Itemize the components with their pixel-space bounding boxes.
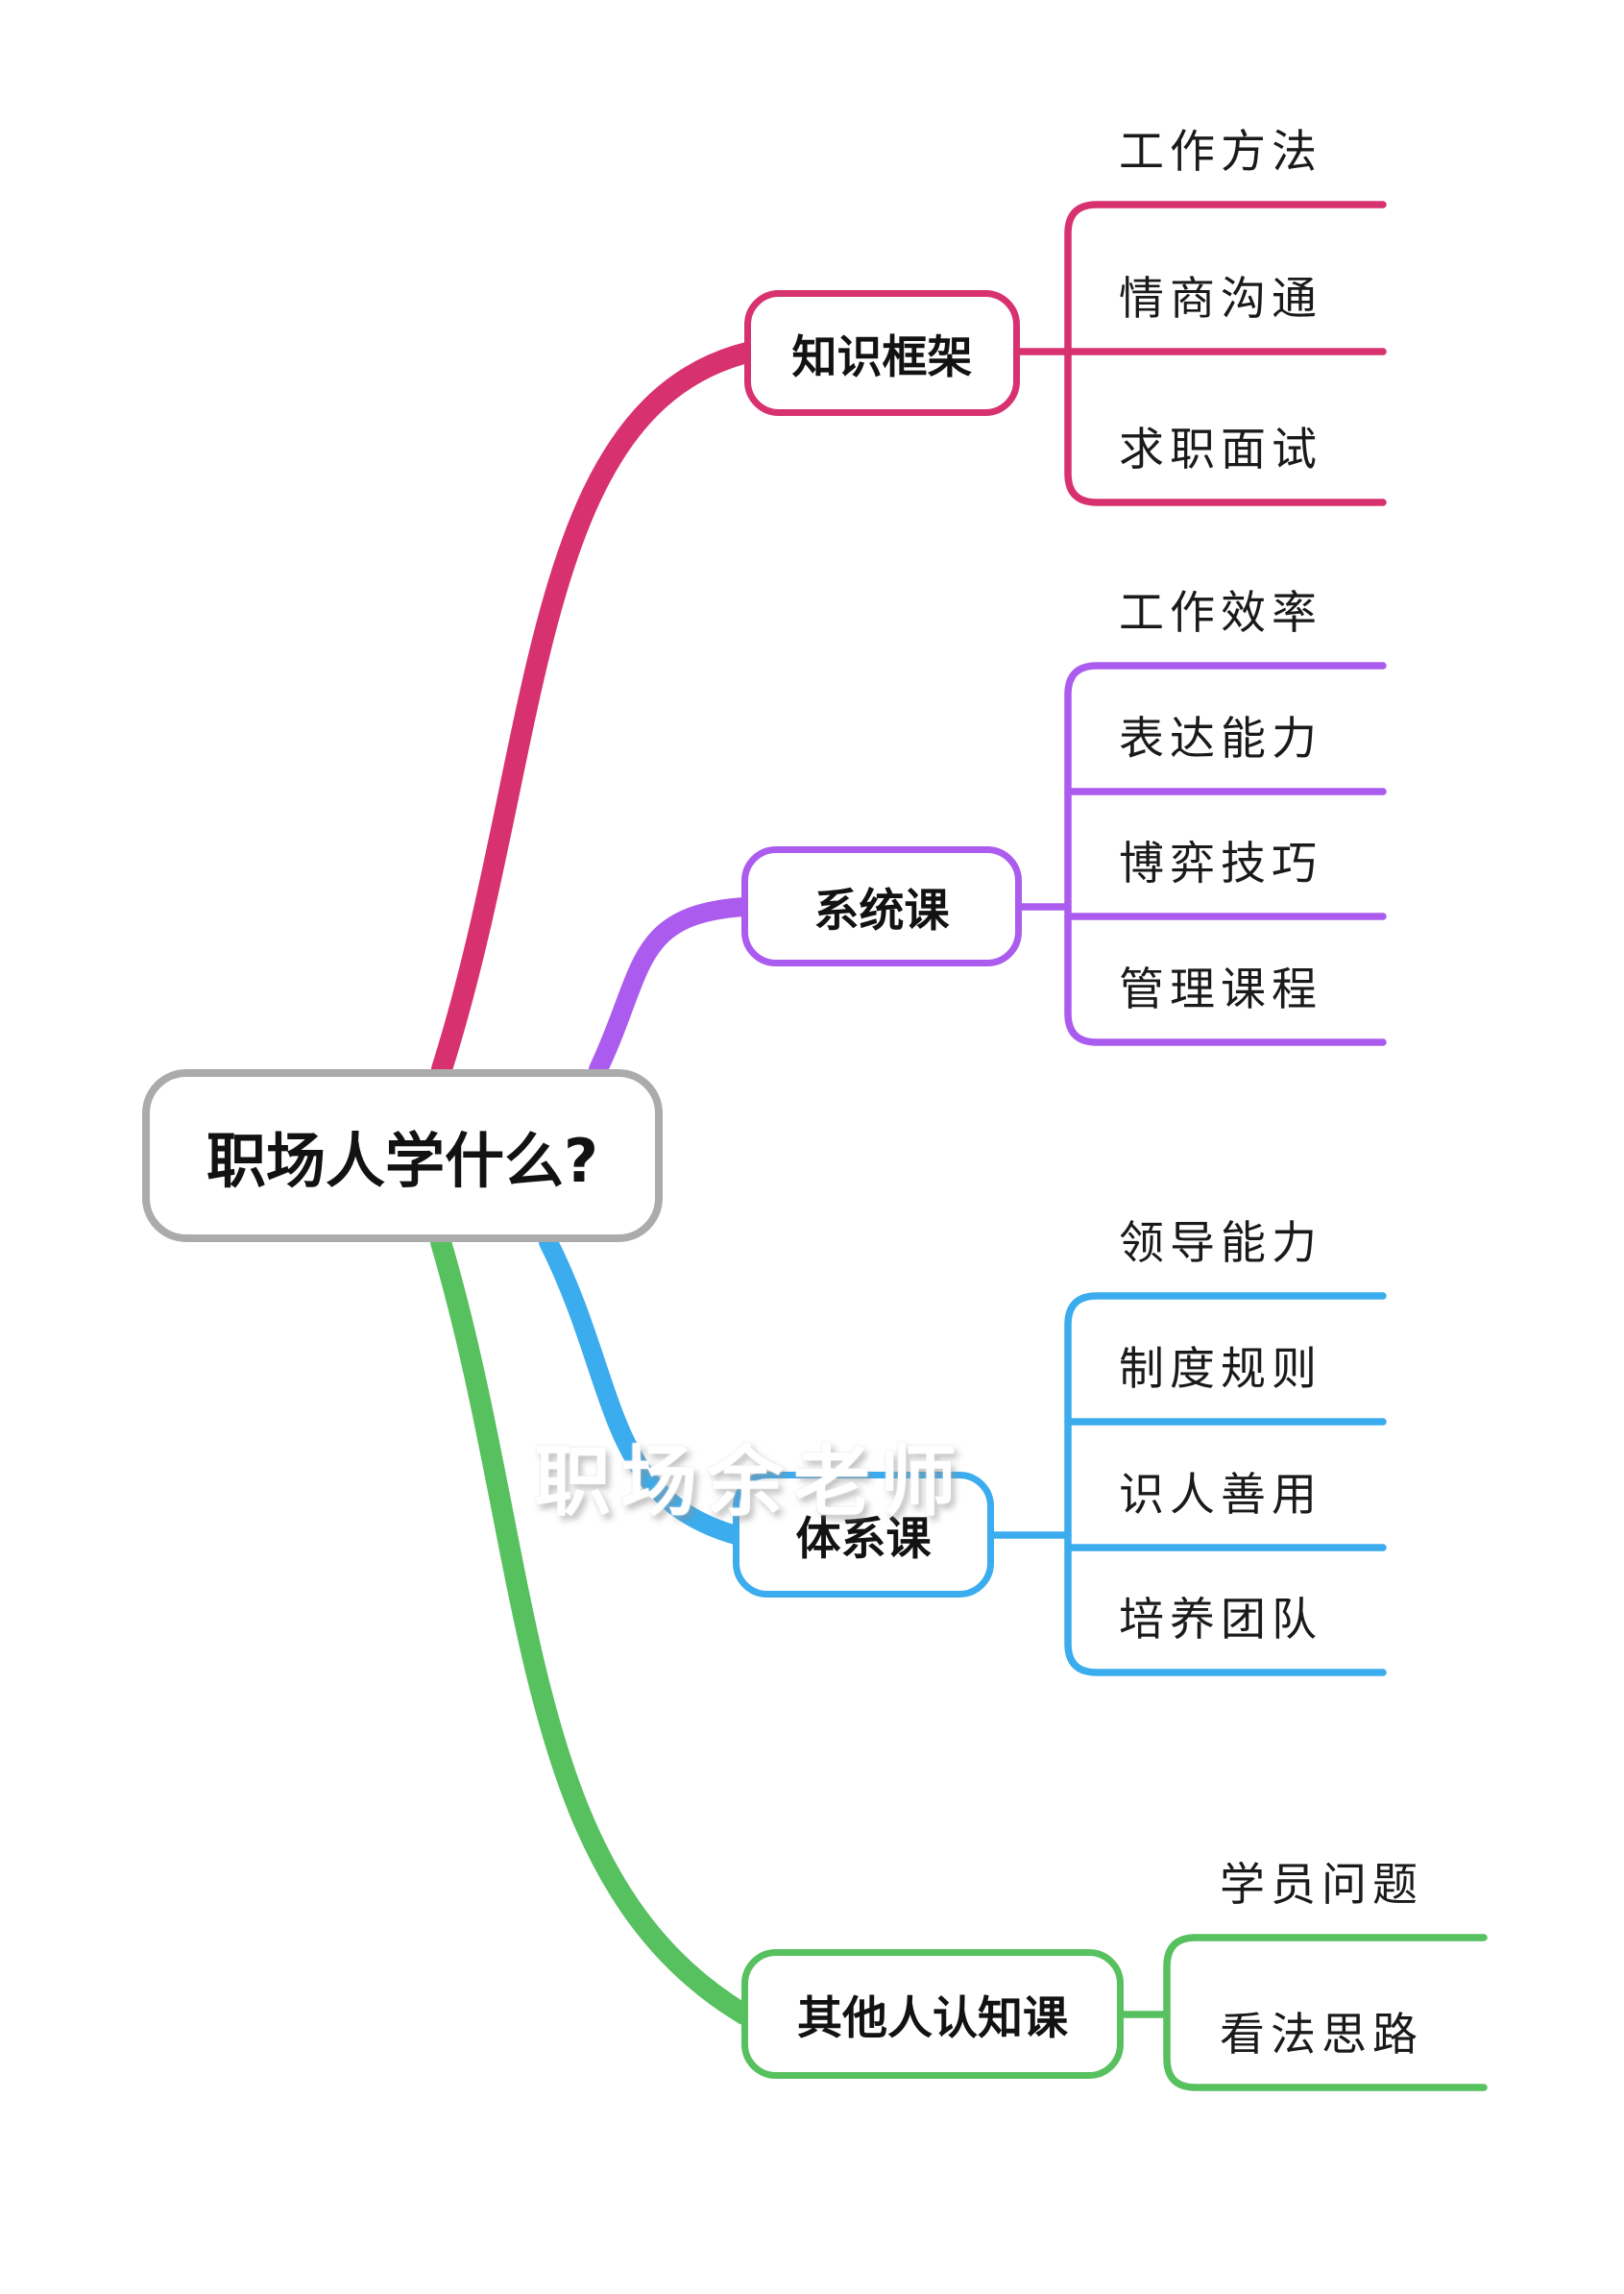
leaf-work-methods[interactable]: 工作方法 [1119, 126, 1322, 179]
root-topic[interactable]: 职场人学什么? [142, 1069, 663, 1242]
branch-system-course[interactable]: 系统课 [741, 846, 1022, 966]
branch-other-cognition-course-label: 其他人认知课 [797, 1992, 1068, 2045]
leaf-people-judgment[interactable]: 识人善用 [1119, 1469, 1322, 1522]
branch-knowledge-framework-label: 知识框架 [791, 331, 973, 384]
leaf-student-questions[interactable]: 学员问题 [1220, 1859, 1423, 1912]
branch-other-cognition-course[interactable]: 其他人认知课 [741, 1949, 1124, 2079]
leaf-management-course[interactable]: 管理课程 [1119, 964, 1322, 1016]
leaf-leadership[interactable]: 领导能力 [1119, 1217, 1322, 1270]
branch2-leaf-connectors [1016, 662, 1387, 1046]
branch3-leaf-connectors [988, 1292, 1387, 1676]
branch-structure-course[interactable]: 体系课 [733, 1472, 994, 1598]
watermark-text: 职场余老师 [534, 1437, 966, 1526]
leaf-expression-skill[interactable]: 表达能力 [1119, 713, 1322, 766]
branch-knowledge-framework[interactable]: 知识框架 [744, 290, 1020, 416]
root-topic-label: 职场人学什么? [206, 1126, 598, 1196]
root-branch-curves [430, 342, 758, 2025]
leaf-eq-communication[interactable]: 情商沟通 [1119, 273, 1322, 326]
leaf-work-efficiency[interactable]: 工作效率 [1119, 587, 1322, 640]
branch-system-course-label: 系统课 [813, 885, 950, 938]
branch-structure-course-label: 体系课 [795, 1513, 932, 1566]
branch4-leaf-connectors [1118, 1934, 1488, 2091]
leaf-game-tactics[interactable]: 博弈技巧 [1119, 838, 1322, 891]
leaf-job-interview[interactable]: 求职面试 [1119, 424, 1322, 476]
leaf-opinion-approach[interactable]: 看法思路 [1220, 2009, 1423, 2062]
leaf-team-building[interactable]: 培养团队 [1119, 1594, 1322, 1647]
branch1-leaf-connectors [1014, 201, 1387, 506]
leaf-rules-systems[interactable]: 制度规则 [1119, 1343, 1322, 1396]
